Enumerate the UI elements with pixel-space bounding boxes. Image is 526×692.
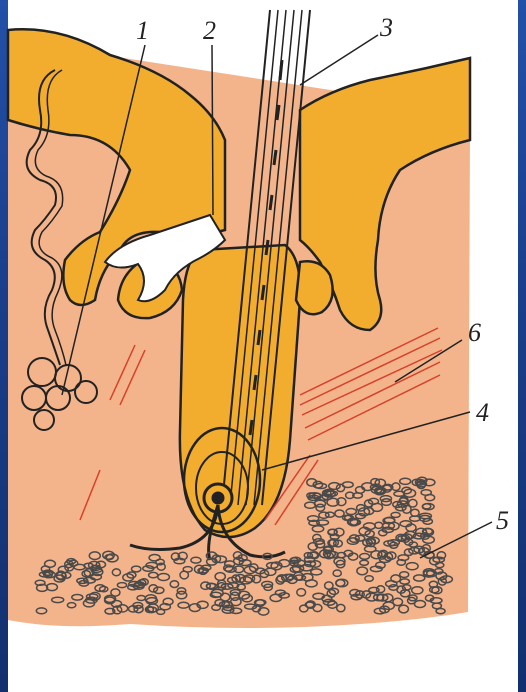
callout-5: 5 [496, 508, 509, 534]
callout-3: 3 [380, 15, 393, 41]
callout-1: 1 [136, 18, 149, 44]
callout-4: 4 [476, 400, 489, 426]
callout-2: 2 [203, 18, 216, 44]
callout-6: 6 [468, 320, 481, 346]
sebaceous-lobe-right [296, 261, 333, 314]
